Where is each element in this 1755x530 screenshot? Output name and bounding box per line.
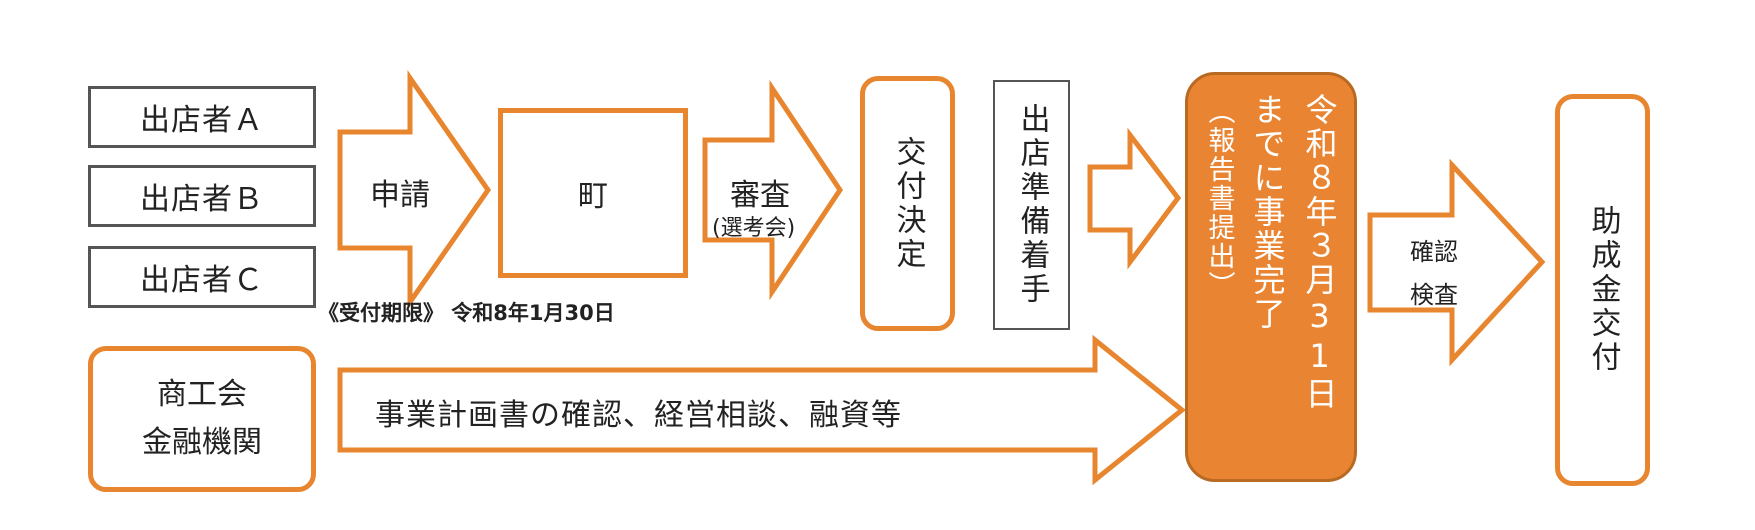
completion-sub: （報告書提出） <box>1203 97 1235 300</box>
grant-decision-label: 交付決定 <box>890 135 926 272</box>
inspection-label-line1: 確認 <box>1410 238 1458 266</box>
inspection-label-line2: 検査 <box>1410 281 1458 309</box>
support-org-box: 商工会 金融機関 <box>88 346 316 492</box>
grant-decision-box: 交付決定 <box>860 76 955 331</box>
prep-start-box: 出店準備着手 <box>993 80 1070 330</box>
prep-start-label: 出店準備着手 <box>1014 103 1050 307</box>
review-arrow <box>702 79 844 301</box>
review-sub-label: (選考会) <box>712 216 796 241</box>
support-org-line1: 商工会 <box>157 377 247 412</box>
support-activities-label: 事業計画書の確認、経営相談、融資等 <box>375 398 902 433</box>
applicant-a-label: 出店者Ａ <box>140 103 264 138</box>
completion-deadline: 令和８年３月31日 <box>1300 93 1339 411</box>
deadline-note: 《受付期限》 令和8年1月30日 <box>318 301 615 325</box>
review-label: 審査 <box>730 178 790 213</box>
apply-arrow <box>337 70 492 310</box>
completion-event: までに事業完了 <box>1248 93 1287 331</box>
town-label: 町 <box>578 179 608 214</box>
payment-label: 助成金交付 <box>1585 205 1621 375</box>
applicant-c-box: 出店者Ｃ <box>88 246 316 308</box>
inspection-arrow <box>1367 158 1546 367</box>
completion-box: 令和８年３月31日 までに事業完了 （報告書提出） <box>1185 72 1357 482</box>
payment-box: 助成金交付 <box>1555 94 1650 486</box>
prep-arrow <box>1087 127 1182 270</box>
applicant-b-box: 出店者Ｂ <box>88 165 316 227</box>
applicant-b-label: 出店者Ｂ <box>140 182 264 217</box>
applicant-c-label: 出店者Ｃ <box>140 263 264 298</box>
application-label: 申請 <box>370 178 430 213</box>
applicant-a-box: 出店者Ａ <box>88 86 316 148</box>
support-arrow <box>337 334 1186 486</box>
support-org-line2: 金融機関 <box>142 425 262 460</box>
town-box: 町 <box>498 108 688 278</box>
